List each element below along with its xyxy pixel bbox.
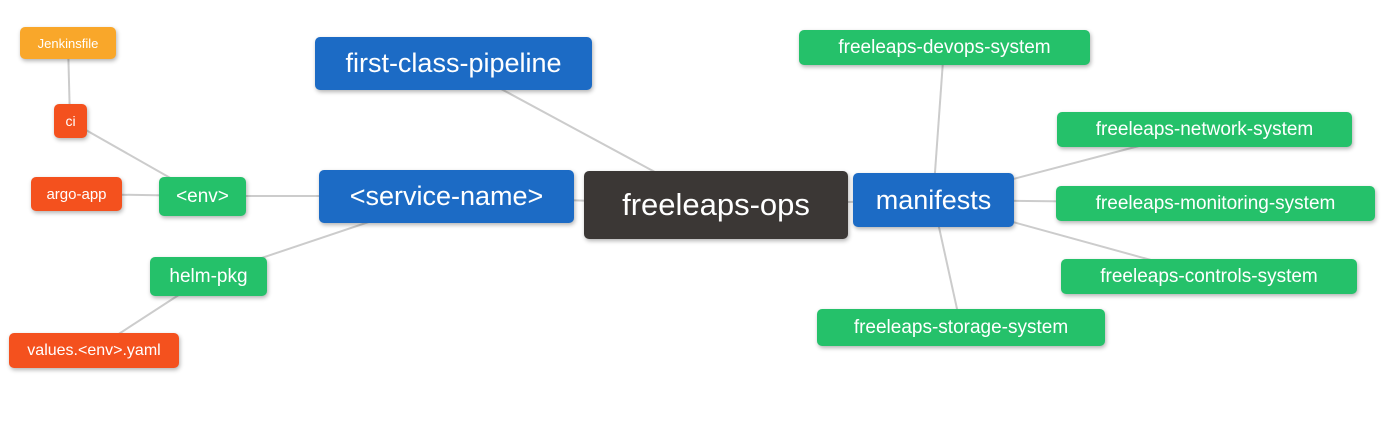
node-jenkinsfile[interactable]: Jenkinsfile bbox=[20, 27, 116, 59]
node-argo-app[interactable]: argo-app bbox=[31, 177, 122, 211]
node-freeleaps-monitoring-system[interactable]: freeleaps-monitoring-system bbox=[1056, 186, 1375, 221]
node-helm-pkg-label: helm-pkg bbox=[169, 265, 248, 287]
node-values-env-yaml-label: values.<env>.yaml bbox=[27, 341, 161, 359]
node-first-class-pipeline-label: first-class-pipeline bbox=[345, 48, 562, 78]
node-env-label: <env> bbox=[176, 185, 229, 207]
node-freeleaps-monitoring-system-label: freeleaps-monitoring-system bbox=[1095, 192, 1336, 214]
node-freeleaps-ops-root[interactable]: freeleaps-ops bbox=[584, 171, 848, 239]
node-freeleaps-controls-system[interactable]: freeleaps-controls-system bbox=[1061, 259, 1357, 294]
node-helm-pkg[interactable]: helm-pkg bbox=[150, 257, 267, 296]
node-ci[interactable]: ci bbox=[54, 104, 87, 138]
node-freeleaps-devops-system[interactable]: freeleaps-devops-system bbox=[799, 30, 1090, 65]
node-manifests[interactable]: manifests bbox=[853, 173, 1014, 227]
node-freeleaps-ops-label: freeleaps-ops bbox=[622, 187, 810, 222]
node-env[interactable]: <env> bbox=[159, 177, 246, 216]
node-service-name[interactable]: <service-name> bbox=[319, 170, 574, 223]
node-first-class-pipeline[interactable]: first-class-pipeline bbox=[315, 37, 592, 90]
node-freeleaps-devops-system-label: freeleaps-devops-system bbox=[838, 36, 1051, 58]
node-service-name-label: <service-name> bbox=[349, 181, 544, 211]
node-jenkinsfile-label: Jenkinsfile bbox=[37, 35, 99, 51]
node-freeleaps-storage-system-label: freeleaps-storage-system bbox=[853, 316, 1069, 338]
node-freeleaps-storage-system[interactable]: freeleaps-storage-system bbox=[817, 309, 1105, 346]
node-freeleaps-network-system[interactable]: freeleaps-network-system bbox=[1057, 112, 1352, 147]
node-freeleaps-controls-system-label: freeleaps-controls-system bbox=[1100, 265, 1318, 287]
node-argo-app-label: argo-app bbox=[46, 185, 107, 203]
node-ci-label: ci bbox=[65, 113, 76, 129]
node-manifests-label: manifests bbox=[875, 184, 992, 215]
node-freeleaps-network-system-label: freeleaps-network-system bbox=[1095, 118, 1314, 140]
node-values-env-yaml[interactable]: values.<env>.yaml bbox=[9, 333, 179, 368]
